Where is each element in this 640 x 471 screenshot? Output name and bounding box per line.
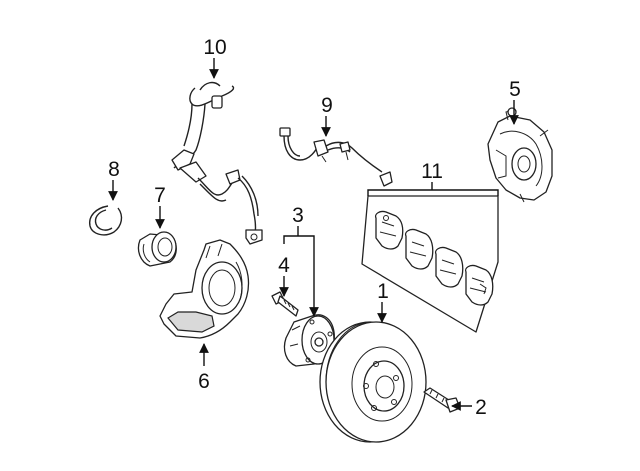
callout-1: 1 [377,280,389,303]
callout-5: 5 [509,78,521,101]
callout-8: 8 [108,158,120,181]
hub-bolt-part [271,291,299,317]
snap-ring-part [89,205,123,236]
callout-4: 4 [278,254,290,277]
callout-11: 11 [421,160,443,183]
bracket-11 [367,189,499,196]
wheel-bearing-part [137,231,177,267]
callout-10: 10 [203,36,226,59]
caliper-bolt-part [423,387,461,413]
brake-hose-part [279,127,393,187]
abs-sensor-harness-part [171,81,263,245]
brake-rotor-part [319,321,427,443]
callout-9: 9 [321,94,333,117]
callout-3: 3 [292,204,304,227]
bracket-3 [283,235,319,317]
brake-caliper-part [487,107,553,203]
callout-2: 2 [475,396,487,419]
brake-pad-set-part [361,195,499,333]
dust-shield-part [159,239,250,339]
callout-6: 6 [198,370,210,393]
callout-numbers: 10 9 8 7 5 11 3 4 1 6 2 [108,36,521,419]
leader-lines [108,58,519,411]
callout-7: 7 [154,184,166,207]
